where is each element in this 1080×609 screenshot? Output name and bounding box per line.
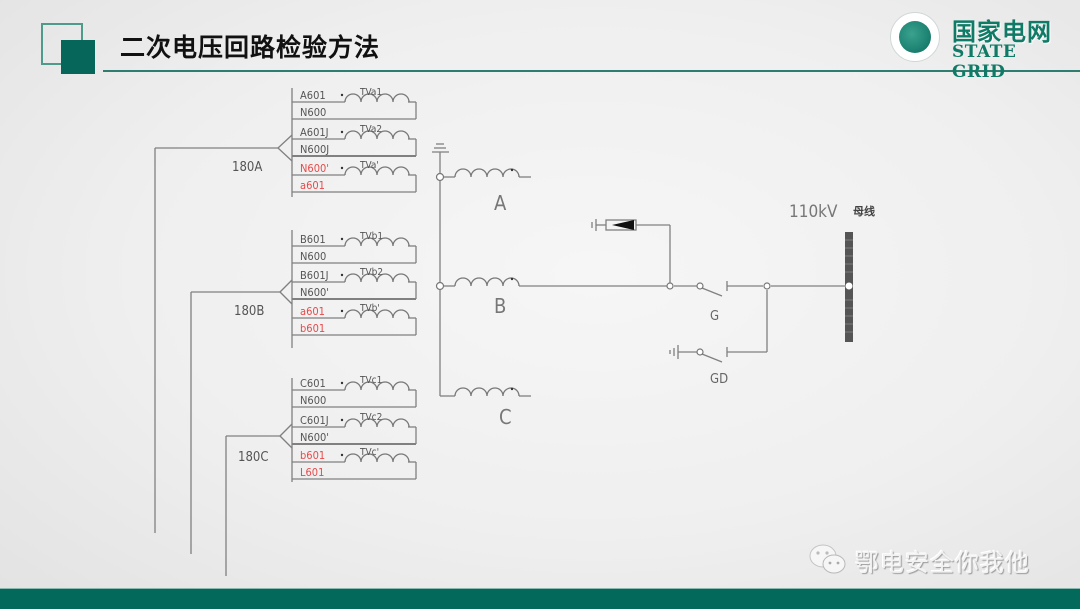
state-grid-globe-icon <box>890 12 940 62</box>
terminal-label: N600 <box>300 394 326 407</box>
terminal-label: N600 <box>300 106 326 119</box>
phase-label-b: B <box>494 294 506 318</box>
terminal-label: C601 <box>300 377 326 390</box>
winding-name: TVa1 <box>359 87 382 98</box>
terminal-label: N600 <box>300 250 326 263</box>
terminal-label: C601J <box>300 414 329 427</box>
group-label: 180B <box>234 304 264 319</box>
bus-voltage-label: 110kV <box>789 202 838 222</box>
winding-name: TVb' <box>359 303 380 314</box>
disconnector-label: G <box>710 309 719 324</box>
logo-english-text: STATE GRID <box>952 42 1017 82</box>
title-decoration-square <box>61 40 95 74</box>
ground-switch-label: GD <box>710 372 728 387</box>
winding-name: TVa' <box>359 160 379 171</box>
terminal-label-highlight: a601 <box>300 179 325 192</box>
terminal-label: A601 <box>300 89 326 102</box>
terminal-label: A601J <box>300 126 329 139</box>
bus-suffix-label: 母线 <box>853 204 875 218</box>
footer-bar <box>0 588 1080 609</box>
group-label: 180C <box>238 450 269 465</box>
state-grid-logo: 国家电网 STATE GRID <box>890 10 1070 82</box>
watermark-text: 鄂电安全你我他 <box>855 548 1030 577</box>
winding-name: TVb1 <box>359 231 383 242</box>
terminal-label: N600J <box>300 143 329 156</box>
group-label: 180A <box>232 160 262 175</box>
terminal-label-highlight: a601 <box>300 305 325 318</box>
terminal-label-highlight: b601 <box>300 449 325 462</box>
title-divider <box>103 70 1080 72</box>
terminal-label: B601 <box>300 233 326 246</box>
terminal-label-highlight: b601 <box>300 322 325 335</box>
terminal-label-highlight: N600' <box>300 162 329 175</box>
terminal-label: B601J <box>300 269 329 282</box>
page-title: 二次电压回路检验方法 <box>120 33 381 62</box>
logo-chinese-text: 国家电网 <box>952 18 1052 46</box>
phase-label-c: C <box>499 405 512 429</box>
terminal-label: N600' <box>300 286 329 299</box>
winding-name: TVa2 <box>359 124 382 135</box>
winding-name: TVc1 <box>359 375 382 386</box>
phase-label-a: A <box>494 191 507 215</box>
wechat-icon <box>805 540 855 580</box>
winding-name: TVc' <box>359 447 379 458</box>
winding-name: TVc2 <box>359 412 382 423</box>
winding-name: TVb2 <box>359 267 383 278</box>
watermark: 鄂电安全你我他 <box>805 540 1030 580</box>
terminal-label-highlight: L601 <box>300 466 324 479</box>
terminal-label: N600' <box>300 431 329 444</box>
